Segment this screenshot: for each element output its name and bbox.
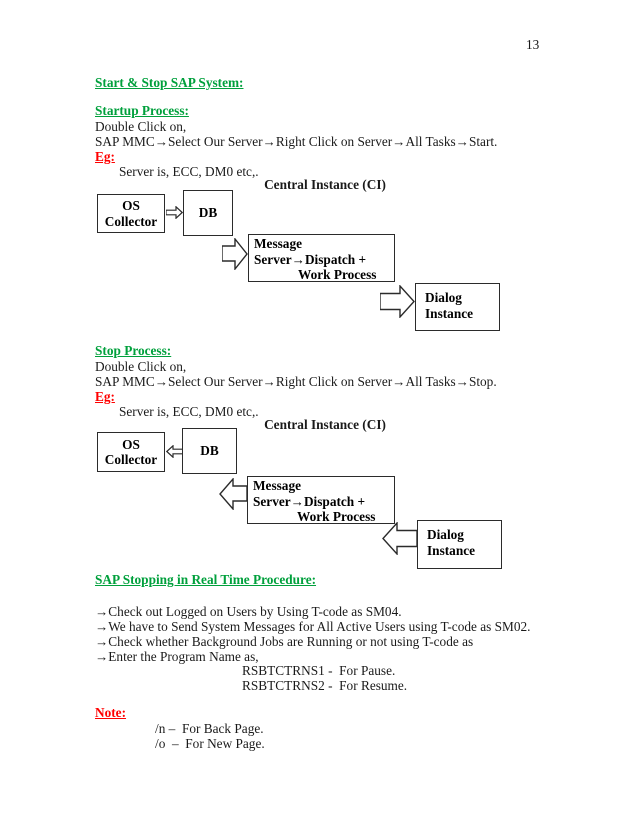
flow-arrow-left-big-icon xyxy=(219,478,247,510)
message-label-line3: Work Process xyxy=(298,267,377,282)
os-collector-label-line2: Collector xyxy=(104,213,158,229)
db-box-startup: DB xyxy=(183,190,233,236)
stop-eg-label: Eg: xyxy=(95,389,115,404)
program-line: RSBTCTRNS1 - For Pause. xyxy=(242,663,396,678)
main-heading: Start & Stop SAP System: xyxy=(95,75,244,90)
flow-arrow-right-small-icon xyxy=(166,206,183,219)
startup-eg-label: Eg: xyxy=(95,149,115,164)
os-collector-label-line1: OS xyxy=(122,436,140,452)
message-label-line1: Message xyxy=(253,478,301,493)
realtime-step: →We have to Send System Messages for All… xyxy=(95,619,531,634)
message-server-box-stop: Message Server→Dispatch + Work Process xyxy=(247,476,395,524)
stop-line1: Double Click on, xyxy=(95,359,187,374)
startup-heading: Startup Process: xyxy=(95,103,189,118)
message-label-line1: Message xyxy=(254,236,302,251)
message-label-line2: Server→Dispatch + xyxy=(253,493,366,509)
dialog-label-line1: Dialog xyxy=(425,290,462,305)
note-item: /n – For Back Page. xyxy=(155,721,264,736)
realtime-heading: SAP Stopping in Real Time Procedure: xyxy=(95,572,317,587)
stop-server-line: Server is, ECC, DM0 etc,. xyxy=(119,404,259,419)
stop-line2: SAP MMC→Select Our Server→Right Click on… xyxy=(95,374,497,389)
startup-line2: SAP MMC→Select Our Server→Right Click on… xyxy=(95,134,498,149)
realtime-step: →Enter the Program Name as, xyxy=(95,649,259,664)
flow-arrow-right-big-icon xyxy=(222,238,248,270)
realtime-step: →Check out Logged on Users by Using T-co… xyxy=(95,604,402,619)
note-item: /o – For New Page. xyxy=(155,736,265,751)
os-collector-box-startup: OS Collector xyxy=(97,194,165,233)
message-server-box-startup: Message Server→Dispatch + Work Process xyxy=(248,234,395,282)
dialog-instance-box-stop: Dialog Instance xyxy=(417,520,502,569)
flow-arrow-left-small-icon xyxy=(166,445,183,458)
db-label: DB xyxy=(198,205,218,221)
startup-server-line: Server is, ECC, DM0 etc,. xyxy=(119,164,259,179)
message-label-line3: Work Process xyxy=(297,509,376,524)
os-collector-box-stop: OS Collector xyxy=(97,432,165,472)
note-heading: Note: xyxy=(95,705,127,720)
dialog-instance-box-startup: Dialog Instance xyxy=(415,283,500,331)
message-label-line2: Server→Dispatch + xyxy=(254,251,367,267)
page-number: 13 xyxy=(526,37,540,52)
program-line: RSBTCTRNS2 - For Resume. xyxy=(242,678,408,693)
stop-heading: Stop Process: xyxy=(95,343,172,358)
stop-diagram-title: Central Instance (CI) xyxy=(264,417,386,432)
dialog-label-line1: Dialog xyxy=(427,527,464,542)
realtime-step: →Check whether Background Jobs are Runni… xyxy=(95,634,474,649)
db-box-stop: DB xyxy=(182,428,237,474)
os-collector-label-line1: OS xyxy=(122,198,140,213)
flow-arrow-right-big-icon xyxy=(380,285,415,318)
startup-line1: Double Click on, xyxy=(95,119,187,134)
db-label: DB xyxy=(200,443,219,459)
flow-arrow-left-big-icon xyxy=(382,522,417,555)
dialog-label-line2: Instance xyxy=(425,305,474,321)
os-collector-label-line2: Collector xyxy=(104,452,158,467)
dialog-label-line2: Instance xyxy=(427,542,476,558)
startup-diagram-title: Central Instance (CI) xyxy=(264,177,386,192)
